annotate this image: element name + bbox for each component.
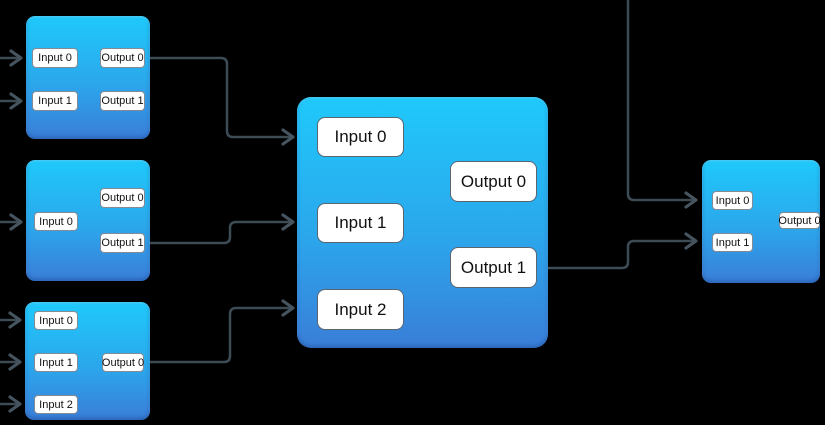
edge-line[interactable] xyxy=(144,306,294,364)
node-center[interactable]: Input 0 Input 1 Input 2 Output 0 Output … xyxy=(297,97,548,348)
port-input-1[interactable]: Input 1 xyxy=(712,233,753,252)
port-output-0[interactable]: Output 0 xyxy=(100,48,145,68)
node-bottom-left[interactable]: Input 0 Input 1 Input 2 Output 0 xyxy=(25,302,150,420)
arrowhead-icon xyxy=(9,213,23,231)
port-input-0[interactable]: Input 0 xyxy=(32,48,78,68)
arrowhead-icon xyxy=(9,92,23,110)
edge-offscreen-to-topleft-input0[interactable] xyxy=(0,49,23,67)
edge-line[interactable] xyxy=(626,0,697,202)
node-middle-left[interactable]: Input 0 Output 0 Output 1 xyxy=(26,160,150,281)
port-output-0[interactable]: Output 0 xyxy=(102,353,144,372)
edge-offscreen-top-to-right-input0[interactable] xyxy=(626,0,698,209)
edge-offscreen-to-topleft-input1[interactable] xyxy=(0,92,23,110)
port-input-0[interactable]: Input 0 xyxy=(34,212,78,231)
edge-line[interactable] xyxy=(546,239,697,270)
port-input-2[interactable]: Input 2 xyxy=(317,289,404,330)
edge-offscreen-to-bottomleft-input1[interactable] xyxy=(0,353,22,371)
arrowhead-icon xyxy=(684,232,698,250)
arrowhead-icon xyxy=(281,128,295,146)
edge-center-output1-to-right-input1[interactable] xyxy=(546,232,698,270)
edge-offscreen-to-midleft-input0[interactable] xyxy=(0,213,23,231)
edge-midleft-output1-to-center-input1[interactable] xyxy=(144,213,295,245)
edge-line[interactable] xyxy=(144,220,294,245)
arrowhead-icon xyxy=(281,213,295,231)
port-input-0[interactable]: Input 0 xyxy=(712,191,753,210)
port-output-1[interactable]: Output 1 xyxy=(100,91,145,111)
arrowhead-icon xyxy=(8,353,22,371)
arrowhead-icon xyxy=(684,191,698,209)
port-output-0[interactable]: Output 0 xyxy=(450,161,537,202)
port-output-1[interactable]: Output 1 xyxy=(100,233,145,253)
port-input-1[interactable]: Input 1 xyxy=(317,203,404,243)
arrowhead-icon xyxy=(8,311,22,329)
arrowhead-icon xyxy=(281,299,295,317)
edge-bottomleft-output0-to-center-input2[interactable] xyxy=(144,299,295,364)
port-input-0[interactable]: Input 0 xyxy=(317,117,404,157)
arrowhead-icon xyxy=(8,395,22,413)
node-right[interactable]: Input 0 Input 1 Output 0 xyxy=(702,160,821,283)
port-output-0[interactable]: Output 0 xyxy=(778,212,821,229)
node-top-left[interactable]: Input 0 Input 1 Output 0 Output 1 xyxy=(26,16,150,139)
edge-topleft-output0-to-center-input0[interactable] xyxy=(144,56,295,146)
edge-offscreen-to-bottomleft-input2[interactable] xyxy=(0,395,22,413)
port-input-1[interactable]: Input 1 xyxy=(32,91,78,111)
port-input-2[interactable]: Input 2 xyxy=(34,395,78,414)
edge-line[interactable] xyxy=(144,56,294,139)
port-output-1[interactable]: Output 1 xyxy=(450,247,537,288)
port-input-1[interactable]: Input 1 xyxy=(34,353,78,372)
port-output-0[interactable]: Output 0 xyxy=(100,188,145,208)
arrowhead-icon xyxy=(9,49,23,67)
port-input-0[interactable]: Input 0 xyxy=(34,311,78,330)
edge-offscreen-to-bottomleft-input0[interactable] xyxy=(0,311,22,329)
